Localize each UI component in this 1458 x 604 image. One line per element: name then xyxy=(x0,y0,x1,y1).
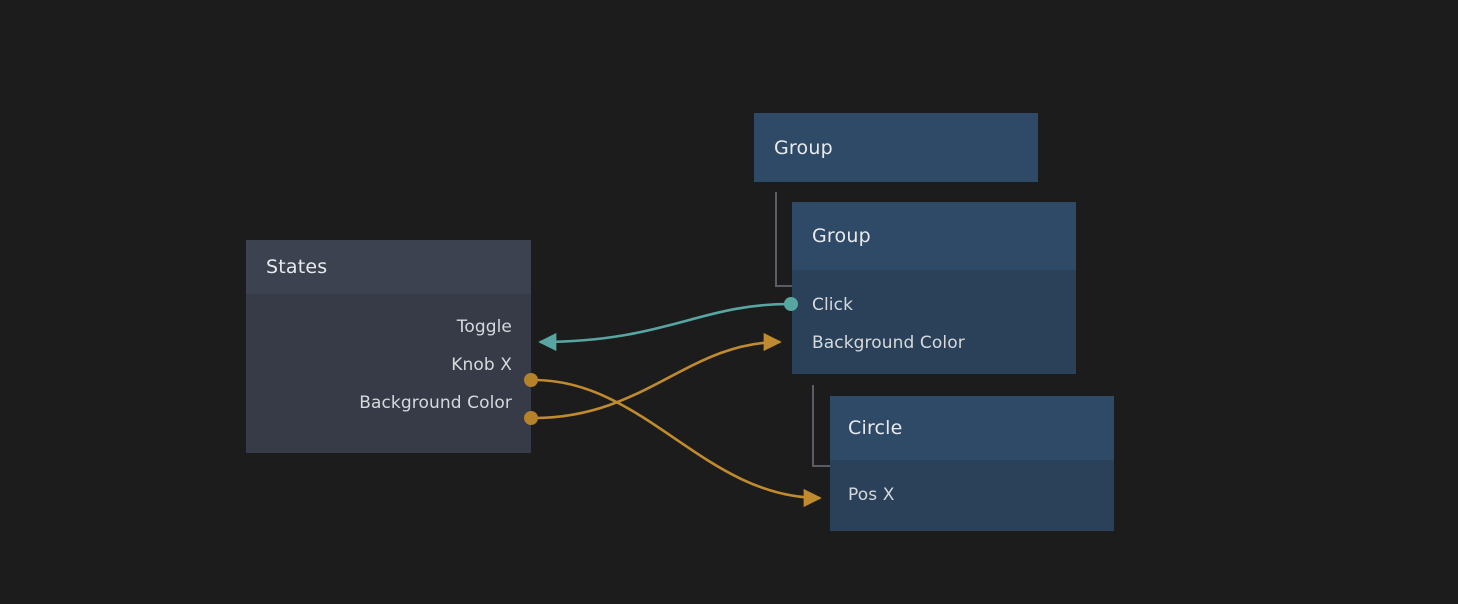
edge-knob-x-to-pos-x xyxy=(533,378,822,508)
port-label-click: Click xyxy=(812,295,854,315)
port-label-group-background-color: Background Color xyxy=(812,333,965,353)
tree-link-group-root-to-group-child xyxy=(775,192,792,287)
edge-click-to-toggle xyxy=(538,302,790,352)
port-label-pos-x: Pos X xyxy=(848,485,895,505)
node-circle-body: Pos X xyxy=(830,460,1114,531)
node-circle[interactable]: Circle Pos X xyxy=(830,396,1114,531)
node-circle-title: Circle xyxy=(848,417,903,439)
port-label-toggle: Toggle xyxy=(456,317,512,337)
node-group-root-title: Group xyxy=(774,136,833,159)
node-group-child-header[interactable]: Group xyxy=(792,202,1076,270)
port-row-background-color[interactable]: Background Color xyxy=(246,384,531,422)
edge-background-color-to-background-color xyxy=(533,332,782,420)
node-states[interactable]: States Toggle Knob X Background Color xyxy=(246,240,531,453)
node-states-body: Toggle Knob X Background Color xyxy=(246,294,531,453)
node-states-title: States xyxy=(266,256,328,278)
tree-link-group-child-to-circle xyxy=(812,385,830,467)
node-circle-header[interactable]: Circle xyxy=(830,396,1114,460)
port-row-click[interactable]: Click xyxy=(792,286,1076,324)
node-group-root-header[interactable]: Group xyxy=(754,113,1038,182)
node-group-root[interactable]: Group xyxy=(754,113,1038,182)
node-group-child[interactable]: Group Click Background Color xyxy=(792,202,1076,374)
port-label-knob-x: Knob X xyxy=(451,355,512,375)
port-dot-click[interactable] xyxy=(784,297,798,311)
port-label-background-color: Background Color xyxy=(359,393,512,413)
node-group-child-title: Group xyxy=(812,225,871,247)
port-dot-knob-x[interactable] xyxy=(524,373,538,387)
port-row-pos-x[interactable]: Pos X xyxy=(830,476,1114,514)
port-dot-background-color-out[interactable] xyxy=(524,411,538,425)
port-row-knob-x[interactable]: Knob X xyxy=(246,346,531,384)
port-row-toggle[interactable]: Toggle xyxy=(246,308,531,346)
node-group-child-body: Click Background Color xyxy=(792,270,1076,374)
port-row-group-background-color[interactable]: Background Color xyxy=(792,324,1076,362)
node-states-header[interactable]: States xyxy=(246,240,531,294)
